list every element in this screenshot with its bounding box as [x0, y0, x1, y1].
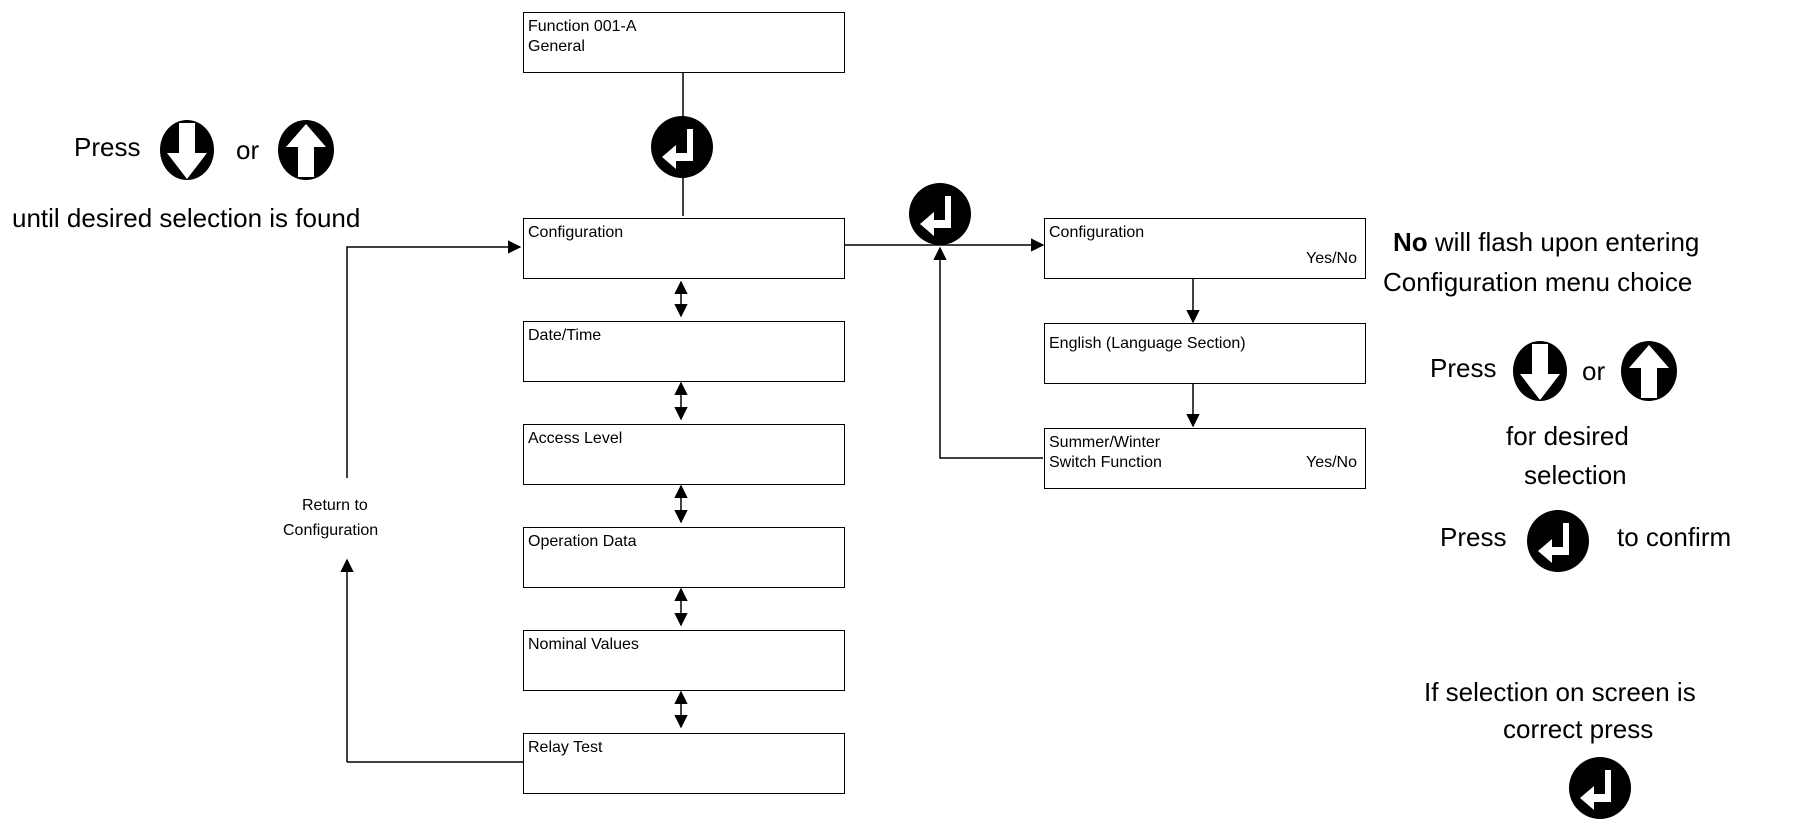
enter-key-icon: [1569, 757, 1631, 819]
up-arrow-key-icon: [1621, 341, 1677, 401]
connector-return-loop: [933, 246, 1043, 459]
correct-press-label: correct press: [1503, 714, 1654, 744]
enter-key-icon: [909, 183, 971, 245]
return-label-line2: Configuration: [283, 522, 379, 539]
relay-test-box: Relay Test: [523, 733, 845, 794]
submenu-configuration-label: Configuration: [1049, 224, 1145, 241]
summer-winter-box: Summer/Winter Switch Function Yes/No: [1044, 428, 1366, 489]
right-or-label: or: [1582, 356, 1606, 386]
date-time-box: Date/Time: [523, 321, 845, 382]
nominal-values-label: Nominal Values: [528, 636, 639, 653]
flow-connectors: [340, 72, 1200, 763]
function-subtitle: General: [528, 38, 585, 55]
left-press-label: Press: [74, 132, 141, 162]
access-level-label: Access Level: [528, 430, 623, 447]
submenu-configuration-value: Yes/No: [1306, 250, 1357, 267]
relay-test-label: Relay Test: [528, 739, 603, 756]
configuration-box: Configuration: [523, 218, 845, 279]
submenu-configuration-box: Configuration Yes/No: [1044, 218, 1366, 279]
english-language-label: English (Language Section): [1049, 335, 1246, 352]
left-or-label: or: [236, 135, 260, 165]
date-time-label: Date/Time: [528, 327, 602, 344]
left-until-label: until desired selection is found: [12, 203, 361, 233]
if-selection-label: If selection on screen is: [1424, 677, 1696, 707]
down-arrow-key-icon: [160, 120, 214, 180]
enter-key-icon: [651, 116, 713, 178]
flash-note-rest: will flash upon entering: [1427, 227, 1700, 257]
enter-key-icon: [1527, 510, 1589, 572]
to-confirm-label: to confirm: [1617, 522, 1732, 552]
selection-label: selection: [1524, 460, 1627, 490]
english-language-box: English (Language Section): [1044, 323, 1366, 384]
flash-note-line2: Configuration menu choice: [1383, 267, 1693, 297]
function-box: Function 001-A General: [523, 12, 845, 73]
nominal-values-box: Nominal Values: [523, 630, 845, 691]
for-desired-label: for desired: [1506, 421, 1629, 451]
function-title: Function 001-A: [528, 18, 637, 35]
operation-data-box: Operation Data: [523, 527, 845, 588]
summer-winter-value: Yes/No: [1306, 454, 1357, 471]
connector-return-to-configuration: [346, 240, 522, 478]
access-level-box: Access Level: [523, 424, 845, 485]
no-bold-word: No: [1393, 227, 1428, 257]
down-arrow-key-icon: [1513, 341, 1567, 401]
right-press-label: Press: [1430, 353, 1497, 383]
configuration-label: Configuration: [528, 224, 624, 241]
operation-data-label: Operation Data: [528, 533, 637, 550]
flash-note-line1: No will flash upon entering: [1393, 227, 1699, 257]
return-label-line1: Return to: [302, 497, 368, 514]
up-arrow-key-icon: [278, 120, 334, 180]
press-confirm-label: Press: [1440, 522, 1507, 552]
summer-winter-line1: Summer/Winter: [1049, 434, 1161, 451]
summer-winter-line2: Switch Function: [1049, 454, 1162, 471]
